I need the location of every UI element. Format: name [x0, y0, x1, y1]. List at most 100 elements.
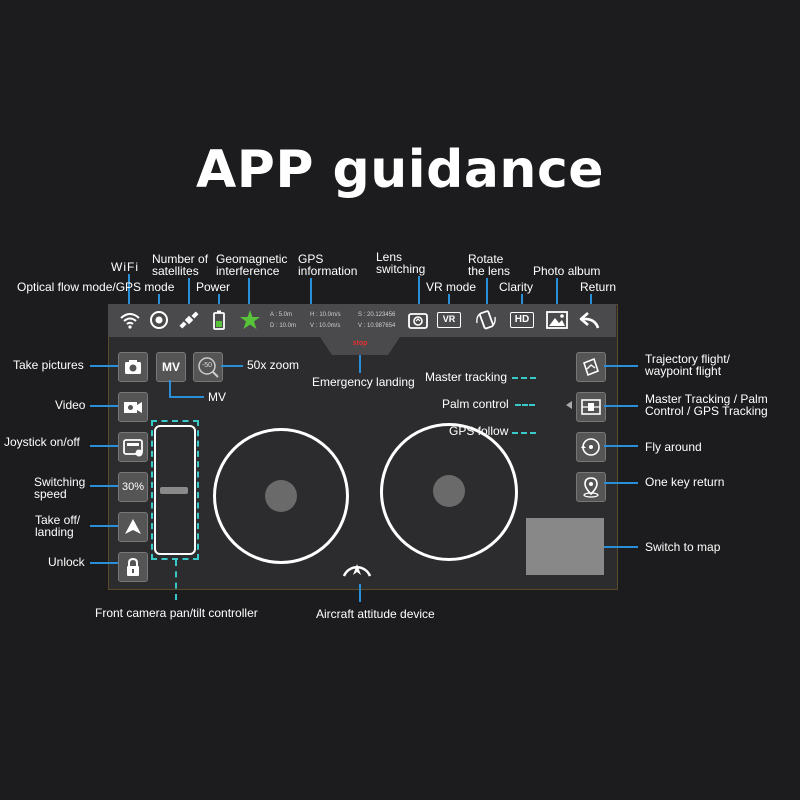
emergency-pointer: [359, 355, 361, 373]
photo-album-icon[interactable]: [545, 308, 569, 332]
label-emergency: Emergency landing: [312, 375, 415, 389]
expand-arrow-icon[interactable]: [566, 401, 572, 409]
vr-pointer: [448, 294, 450, 304]
label-geo-2: interference: [216, 264, 280, 278]
emergency-stop-shape: [320, 337, 400, 355]
label-gps-1: GPS: [298, 252, 324, 266]
label-return: Return: [580, 280, 617, 294]
takeoff-arrow-icon: [125, 519, 141, 534]
label-lens-2: switching: [376, 262, 426, 276]
label-master-palm-2: Control / GPS Tracking: [645, 404, 768, 418]
optical-pointer: [158, 294, 160, 304]
power-pointer: [218, 294, 220, 304]
telemetry-distance: D : 10.0m: [270, 323, 297, 329]
telemetry-longitude: V : 10.987654: [358, 323, 396, 329]
label-takeoff-1: Take off/: [35, 513, 81, 527]
master-tracking-pointer: [512, 377, 536, 379]
palm-control-pointer: [515, 404, 535, 406]
satellite-icon: [179, 311, 199, 329]
zoom-button[interactable]: [193, 352, 223, 382]
master-tracking-button[interactable]: [576, 392, 606, 422]
attitude-pointer: [359, 584, 361, 602]
unlock-button[interactable]: [118, 552, 148, 582]
label-master-palm-1: Master Tracking / Palm: [645, 392, 768, 406]
joystick-toggle-button[interactable]: [118, 432, 148, 462]
label-video: Video: [55, 398, 86, 412]
takeoff-landing-button[interactable]: [118, 512, 148, 542]
label-attitude: Aircraft attitude device: [316, 607, 435, 621]
gimbal-slider-handle[interactable]: [160, 487, 188, 494]
speed-switch-button[interactable]: 30%: [118, 472, 148, 502]
label-gps-follow: GPS follow: [449, 424, 509, 438]
label-front-camera: Front camera pan/tilt controller: [95, 606, 258, 620]
mv-button[interactable]: MV: [156, 352, 186, 382]
takeoff-pointer: [90, 525, 118, 527]
wifi-pointer: [128, 274, 130, 304]
label-gps-2: information: [298, 264, 358, 278]
video-icon: [124, 402, 142, 413]
gimbal-slider-track[interactable]: [154, 425, 196, 555]
label-master-tracking: Master tracking: [425, 370, 508, 384]
label-zoom: 50x zoom: [247, 358, 300, 372]
telemetry-altitude: A : 5.0m: [270, 312, 293, 318]
telemetry-h-speed: H : 10.0m/s: [310, 312, 341, 318]
label-fly-around: Fly around: [645, 440, 702, 454]
label-power: Power: [196, 280, 231, 294]
label-optical-flow: Optical flow mode/GPS mode: [17, 280, 175, 294]
speed-pointer: [90, 485, 118, 487]
mv-pointer-v: [169, 380, 171, 398]
label-unlock: Unlock: [48, 555, 85, 569]
wifi-icon: [120, 313, 140, 329]
zoom-pointer: [221, 365, 243, 367]
label-one-key-return: One key return: [645, 475, 725, 489]
album-pointer: [556, 278, 558, 304]
map-pointer: [604, 546, 638, 548]
geomagnetic-icon: [240, 310, 260, 329]
telemetry-latitude: S : 20.123456: [358, 312, 396, 318]
left-joystick[interactable]: [213, 428, 349, 564]
label-speed-1: Switching: [34, 475, 86, 489]
clarity-pointer: [521, 294, 523, 304]
joystick-icon: [123, 439, 143, 457]
gimbal-highlight: [151, 420, 199, 560]
optical-flow-icon[interactable]: [147, 308, 171, 332]
orbit-icon: [581, 438, 600, 456]
take-pictures-pointer: [90, 365, 118, 367]
label-switch-map: Switch to map: [645, 540, 721, 554]
front-camera-pointer: [175, 560, 177, 600]
label-satellites-2: satellites: [152, 264, 199, 278]
mv-pointer-h: [169, 396, 204, 398]
trajectory-flight-button[interactable]: [576, 352, 606, 382]
right-joystick[interactable]: [380, 423, 518, 561]
clarity-hd-icon[interactable]: HD: [510, 312, 534, 328]
left-joystick-knob[interactable]: [265, 480, 297, 512]
right-joystick-knob[interactable]: [433, 475, 465, 507]
label-joystick: Joystick on/off: [4, 435, 80, 449]
unlock-pointer: [90, 562, 118, 564]
zoom-value: -50: [201, 362, 213, 369]
label-wifi: WiFi: [111, 260, 139, 274]
label-takeoff-2: landing: [35, 525, 74, 539]
label-photo-album: Photo album: [533, 264, 601, 278]
vr-mode-icon[interactable]: VR: [437, 312, 461, 328]
page-title: APP guidance: [195, 140, 605, 200]
label-mv: MV: [208, 390, 226, 404]
emergency-stop-button[interactable]: stop: [352, 340, 368, 347]
label-vr-mode: VR mode: [426, 280, 477, 294]
lens-switch-icon[interactable]: [406, 308, 430, 332]
rotate-pointer: [486, 278, 488, 304]
label-rotate-1: Rotate: [468, 252, 504, 266]
one-key-return-button[interactable]: [576, 472, 606, 502]
satellites-pointer: [188, 278, 190, 304]
return-icon[interactable]: [578, 308, 602, 332]
attitude-indicator-icon: [342, 564, 372, 577]
rotate-lens-icon[interactable]: [474, 308, 498, 332]
lock-icon: [127, 557, 139, 576]
take-picture-button[interactable]: [118, 352, 148, 382]
label-speed-2: speed: [34, 487, 67, 501]
fly-around-button[interactable]: [576, 432, 606, 462]
label-satellites-1: Number of: [152, 252, 209, 266]
video-button[interactable]: [118, 392, 148, 422]
gps-pointer: [310, 278, 312, 304]
map-thumbnail[interactable]: [526, 518, 604, 575]
